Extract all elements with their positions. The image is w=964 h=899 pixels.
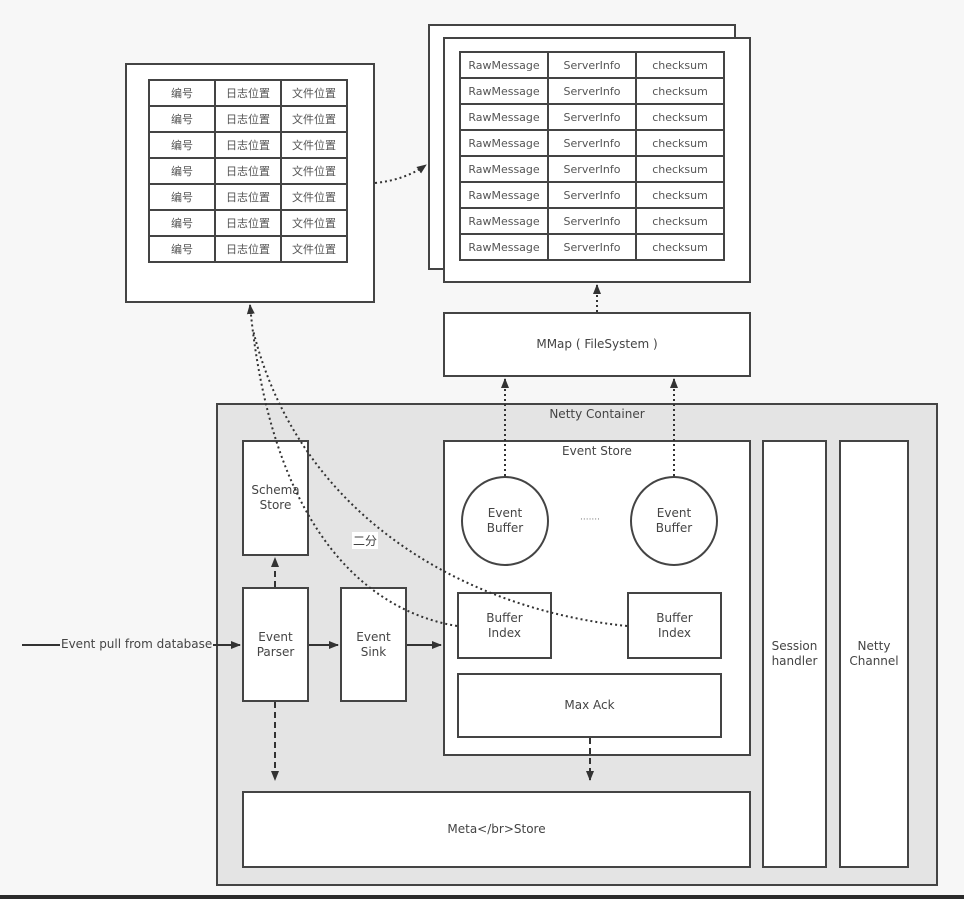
- table-cell: checksum: [635, 155, 725, 183]
- table-cell: ServerInfo: [547, 77, 637, 105]
- event-parser-box: Event Parser: [242, 587, 309, 702]
- event-buffer-2: Event Buffer: [630, 476, 718, 566]
- table-row: 编号日志位置文件位置: [148, 209, 348, 237]
- table-cell: 日志位置: [214, 183, 282, 211]
- table-cell: checksum: [635, 129, 725, 157]
- buffer-index-label: Buffer Index: [656, 610, 693, 640]
- table-cell: ServerInfo: [547, 181, 637, 209]
- table-cell: 日志位置: [214, 157, 282, 185]
- mmap-filesystem-box: MMap ( FileSystem ): [443, 312, 751, 377]
- table-cell: checksum: [635, 103, 725, 131]
- table-cell: checksum: [635, 51, 725, 79]
- netty-channel-label: Netty Channel: [849, 639, 899, 668]
- table-cell: 文件位置: [280, 157, 348, 185]
- event-store-title: Event Store: [562, 443, 632, 458]
- table-cell: ServerInfo: [547, 233, 637, 261]
- table-cell: 文件位置: [280, 235, 348, 263]
- event-sink-box: Event Sink: [340, 587, 407, 702]
- index-to-data-arrow: [374, 164, 427, 184]
- index-table: 编号日志位置文件位置编号日志位置文件位置编号日志位置文件位置编号日志位置文件位置…: [148, 79, 348, 263]
- table-cell: ServerInfo: [547, 129, 637, 157]
- meta-store-label: Meta</br>Store: [447, 822, 546, 836]
- table-cell: RawMessage: [459, 233, 549, 261]
- table-cell: 日志位置: [214, 79, 282, 107]
- table-cell: 日志位置: [214, 235, 282, 263]
- max-ack-label: Max Ack: [564, 698, 615, 712]
- buffer-index-2: Buffer Index: [627, 592, 722, 659]
- table-cell: ServerInfo: [547, 155, 637, 183]
- table-cell: checksum: [635, 77, 725, 105]
- max-ack-box: Max Ack: [457, 673, 722, 738]
- table-row: 编号日志位置文件位置: [148, 235, 348, 263]
- table-row: 编号日志位置文件位置: [148, 105, 348, 133]
- ellipsis: ·······: [579, 514, 601, 525]
- table-cell: RawMessage: [459, 77, 549, 105]
- table-row: 编号日志位置文件位置: [148, 157, 348, 185]
- table-cell: 文件位置: [280, 79, 348, 107]
- event-buffer-1: Event Buffer: [461, 476, 549, 566]
- event-buffer-label: Event Buffer: [655, 506, 693, 535]
- table-cell: 日志位置: [214, 105, 282, 133]
- table-cell: ServerInfo: [547, 103, 637, 131]
- session-handler-label: Session handler: [771, 639, 818, 668]
- table-cell: checksum: [635, 233, 725, 261]
- bottom-edge: [0, 895, 964, 899]
- buffer-index-1: Buffer Index: [457, 592, 552, 659]
- table-cell: 日志位置: [214, 131, 282, 159]
- table-cell: 编号: [148, 209, 216, 237]
- binary-search-label: 二分: [352, 532, 379, 549]
- schema-store-box: Schema Store: [242, 440, 309, 556]
- table-row: 编号日志位置文件位置: [148, 79, 348, 107]
- session-handler-box: Session handler: [762, 440, 827, 868]
- event-parser-label: Event Parser: [256, 629, 295, 659]
- table-cell: ServerInfo: [547, 51, 637, 79]
- table-cell: 编号: [148, 79, 216, 107]
- table-row: 编号日志位置文件位置: [148, 131, 348, 159]
- table-cell: 编号: [148, 235, 216, 263]
- table-cell: RawMessage: [459, 155, 549, 183]
- netty-channel-box: Netty Channel: [839, 440, 909, 868]
- mmap-label: MMap ( FileSystem ): [536, 337, 658, 351]
- table-row: 编号日志位置文件位置: [148, 183, 348, 211]
- table-cell: 文件位置: [280, 105, 348, 133]
- index-file-panel: 编号日志位置文件位置编号日志位置文件位置编号日志位置文件位置编号日志位置文件位置…: [125, 63, 375, 303]
- schema-store-label: Schema Store: [251, 483, 300, 512]
- table-cell: checksum: [635, 207, 725, 235]
- table-cell: RawMessage: [459, 207, 549, 235]
- table-cell: RawMessage: [459, 181, 549, 209]
- table-cell: RawMessage: [459, 103, 549, 131]
- table-cell: RawMessage: [459, 51, 549, 79]
- table-cell: ServerInfo: [547, 207, 637, 235]
- table-cell: 编号: [148, 157, 216, 185]
- input-label: Event pull from database: [60, 637, 214, 651]
- table-cell: 日志位置: [214, 209, 282, 237]
- table-cell: 文件位置: [280, 209, 348, 237]
- event-buffer-label: Event Buffer: [486, 506, 524, 535]
- table-cell: RawMessage: [459, 129, 549, 157]
- table-cell: 编号: [148, 131, 216, 159]
- table-cell: 编号: [148, 105, 216, 133]
- table-cell: 文件位置: [280, 183, 348, 211]
- netty-container-title: Netty Container: [549, 406, 645, 421]
- buffer-index-label: Buffer Index: [486, 610, 523, 640]
- table-cell: checksum: [635, 181, 725, 209]
- meta-store-box: Meta</br>Store: [242, 791, 751, 868]
- event-sink-label: Event Sink: [356, 629, 391, 659]
- table-cell: 文件位置: [280, 131, 348, 159]
- table-cell: 编号: [148, 183, 216, 211]
